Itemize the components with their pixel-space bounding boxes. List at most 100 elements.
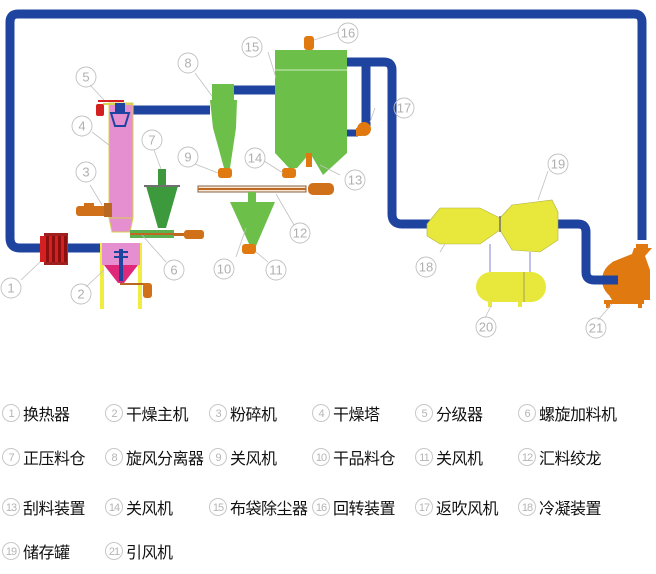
legend-label: 粉碎机 — [230, 405, 277, 424]
callout-10: 10 — [213, 258, 235, 280]
callout-20: 20 — [475, 316, 497, 338]
scraper — [306, 153, 312, 167]
callout-15: 15 — [241, 36, 263, 58]
callout-4: 4 — [71, 115, 93, 137]
callout-7: 7 — [141, 129, 163, 151]
legend-number: 19 — [2, 542, 20, 560]
legend-number: 10 — [312, 448, 330, 466]
legend-number: 18 — [518, 498, 536, 516]
legend-number: 17 — [415, 498, 433, 516]
svg-text:9: 9 — [184, 150, 191, 165]
legend-label: 正压料仓 — [23, 449, 86, 468]
legend-number: 21 — [105, 542, 123, 560]
dryer-main-unit — [100, 243, 152, 309]
legend-label: 引风机 — [126, 543, 173, 562]
legend-label: 回转装置 — [333, 499, 396, 518]
legend-number: 14 — [105, 498, 123, 516]
svg-text:14: 14 — [248, 151, 262, 166]
product-hopper — [230, 192, 275, 246]
svg-text:3: 3 — [82, 165, 89, 180]
process-flow-diagram: 1 2 3 4 5 6 7 8 9 10 11 12 13 14 15 16 1… — [0, 9, 652, 339]
callout-16: 16 — [337, 22, 359, 44]
rotary-valve-9 — [218, 168, 232, 178]
screw-feeder — [130, 230, 204, 239]
callout-11: 11 — [265, 259, 287, 281]
collecting-auger — [197, 183, 334, 195]
callout-2: 2 — [70, 283, 92, 305]
svg-text:13: 13 — [348, 173, 362, 188]
legend-number: 2 — [105, 404, 123, 422]
legend-label: 分级器 — [436, 405, 483, 424]
svg-text:15: 15 — [245, 40, 259, 55]
svg-text:4: 4 — [78, 119, 85, 134]
callout-8: 8 — [177, 52, 199, 74]
legend-label: 关风机 — [126, 499, 173, 518]
legend-number: 1 — [2, 404, 20, 422]
svg-text:8: 8 — [184, 56, 191, 71]
callout-leaders — [20, 31, 613, 321]
legend-label: 布袋除尘器 — [230, 499, 308, 518]
legend-label: 冷凝装置 — [539, 499, 602, 518]
legend-label: 关风机 — [436, 449, 483, 468]
callout-5: 5 — [75, 66, 97, 88]
return-pipe — [5, 9, 647, 253]
callout-3: 3 — [75, 161, 97, 183]
legend-number: 5 — [415, 404, 433, 422]
callout-12: 12 — [289, 222, 311, 244]
legend-label: 返吹风机 — [436, 499, 499, 518]
legend-label: 储存罐 — [23, 543, 70, 562]
callout-19: 19 — [547, 153, 569, 175]
condenser — [426, 199, 559, 253]
svg-text:16: 16 — [341, 26, 355, 41]
legend-number: 6 — [518, 404, 536, 422]
legend-number: 9 — [209, 448, 227, 466]
svg-text:5: 5 — [82, 70, 89, 85]
legend-number: 13 — [2, 498, 20, 516]
classifier — [96, 100, 131, 127]
legend-label: 汇料绞龙 — [539, 449, 602, 468]
callouts: 1 2 3 4 5 6 7 8 9 10 11 12 13 14 15 16 1… — [0, 22, 607, 339]
storage-tank — [476, 244, 546, 307]
pipe-condenser-to-fan — [558, 219, 620, 285]
pipe-network — [5, 9, 647, 285]
heat-exchanger — [40, 233, 68, 265]
svg-text:21: 21 — [589, 321, 603, 336]
svg-text:7: 7 — [148, 133, 155, 148]
bag-filter — [275, 50, 347, 175]
legend-number: 12 — [518, 448, 536, 466]
callout-1: 1 — [0, 277, 22, 299]
legend-label: 旋风分离器 — [126, 449, 204, 468]
legend-label: 刮料装置 — [23, 499, 86, 518]
callout-6: 6 — [163, 259, 185, 281]
svg-text:1: 1 — [7, 281, 14, 296]
legend-number: 8 — [105, 448, 123, 466]
legend-label: 干燥主机 — [126, 405, 189, 424]
legend-number: 15 — [209, 498, 227, 516]
pipe-baghouse-to-condenser — [346, 57, 430, 229]
rotary-device — [304, 36, 314, 50]
legend-label: 换热器 — [23, 405, 70, 424]
callout-21: 21 — [585, 317, 607, 339]
cyclone-separator — [210, 84, 237, 168]
callout-17: 17 — [393, 97, 415, 119]
svg-text:17: 17 — [397, 101, 411, 116]
legend-number: 11 — [415, 448, 433, 466]
